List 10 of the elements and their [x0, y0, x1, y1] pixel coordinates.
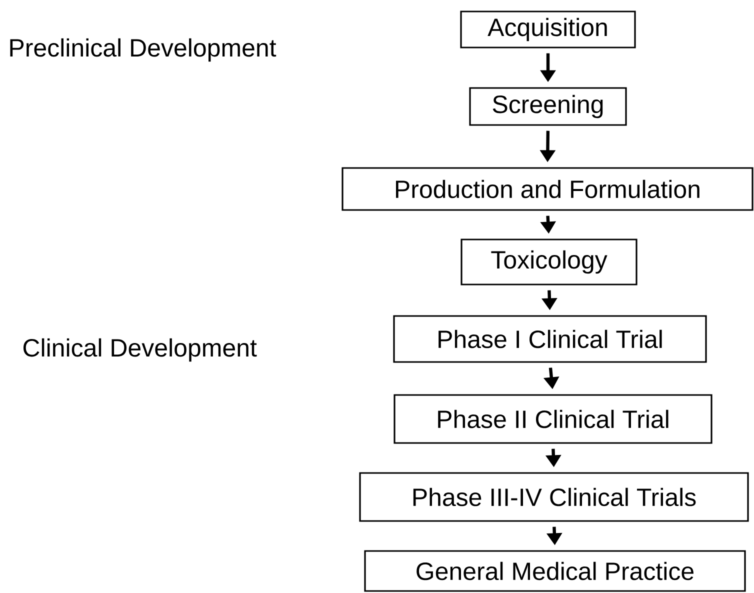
process-box: Acquisition — [460, 10, 636, 48]
process-box: Toxicology — [460, 238, 638, 286]
process-box: General Medical Practice — [364, 550, 746, 592]
process-box: Phase I Clinical Trial — [393, 315, 707, 363]
process-box: Production and Formulation — [342, 167, 754, 211]
stage-label: Clinical Development — [23, 338, 257, 362]
stage-label: Preclinical Development — [10, 38, 276, 62]
process-box: Phase III-IV Clinical Trials — [359, 472, 749, 522]
process-box: Phase II Clinical Trial — [394, 394, 712, 444]
process-box: Screening — [469, 87, 627, 126]
